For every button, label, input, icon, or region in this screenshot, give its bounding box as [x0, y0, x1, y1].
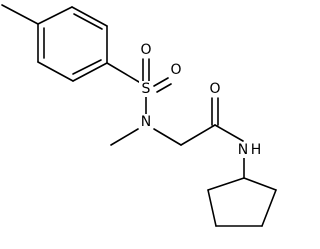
- bond-ch2-carbonyl: [180, 124, 216, 146]
- atom-sulfur: S: [139, 81, 153, 97]
- bond-cp-5: [243, 177, 277, 191]
- bond-cp-4: [261, 189, 277, 227]
- atom-nitrogen-sulfonamide: N: [139, 114, 153, 130]
- molecule-structure-diagram: S O O N O N H: [1, 4, 277, 227]
- bond-methyl-ring: [1, 4, 39, 25]
- atom-label-n-sulfonamide: N: [141, 114, 151, 130]
- atom-label-o-top: O: [140, 42, 151, 58]
- bond-n-ch2: [153, 128, 182, 146]
- bond-s-o-right-b: [156, 83, 172, 93]
- bond-ring-5: [37, 61, 74, 82]
- atom-label-s: S: [142, 81, 151, 97]
- bond-ring-4-inner: [72, 59, 102, 75]
- bonds: [1, 4, 277, 227]
- bond-ring-2-inner: [73, 13, 103, 30]
- atom-label-h-amide: H: [251, 142, 262, 158]
- atom-label-o-carbonyl: O: [209, 81, 220, 97]
- bond-ring-2: [71, 6, 108, 27]
- bond-cp-2: [207, 189, 217, 227]
- atom-oxygen-carbonyl: O: [208, 81, 222, 97]
- bond-n-methyl: [110, 128, 139, 146]
- atom-nitrogen-amide: N H: [236, 142, 264, 158]
- bond-ring-sulfur: [106, 62, 140, 83]
- atom-oxygen-right: O: [169, 62, 183, 78]
- bond-c-n-amide: [214, 124, 244, 142]
- atom-label-n-amide: N: [238, 142, 248, 158]
- bond-ring-1: [37, 6, 73, 25]
- bond-ring-4: [72, 62, 108, 82]
- atom-labels: S O O N O N H: [139, 42, 264, 158]
- atom-oxygen-top: O: [139, 42, 153, 58]
- bond-cp-1: [207, 177, 245, 191]
- atom-label-o-right: O: [170, 62, 181, 78]
- bond-s-o-right-a: [153, 77, 169, 87]
